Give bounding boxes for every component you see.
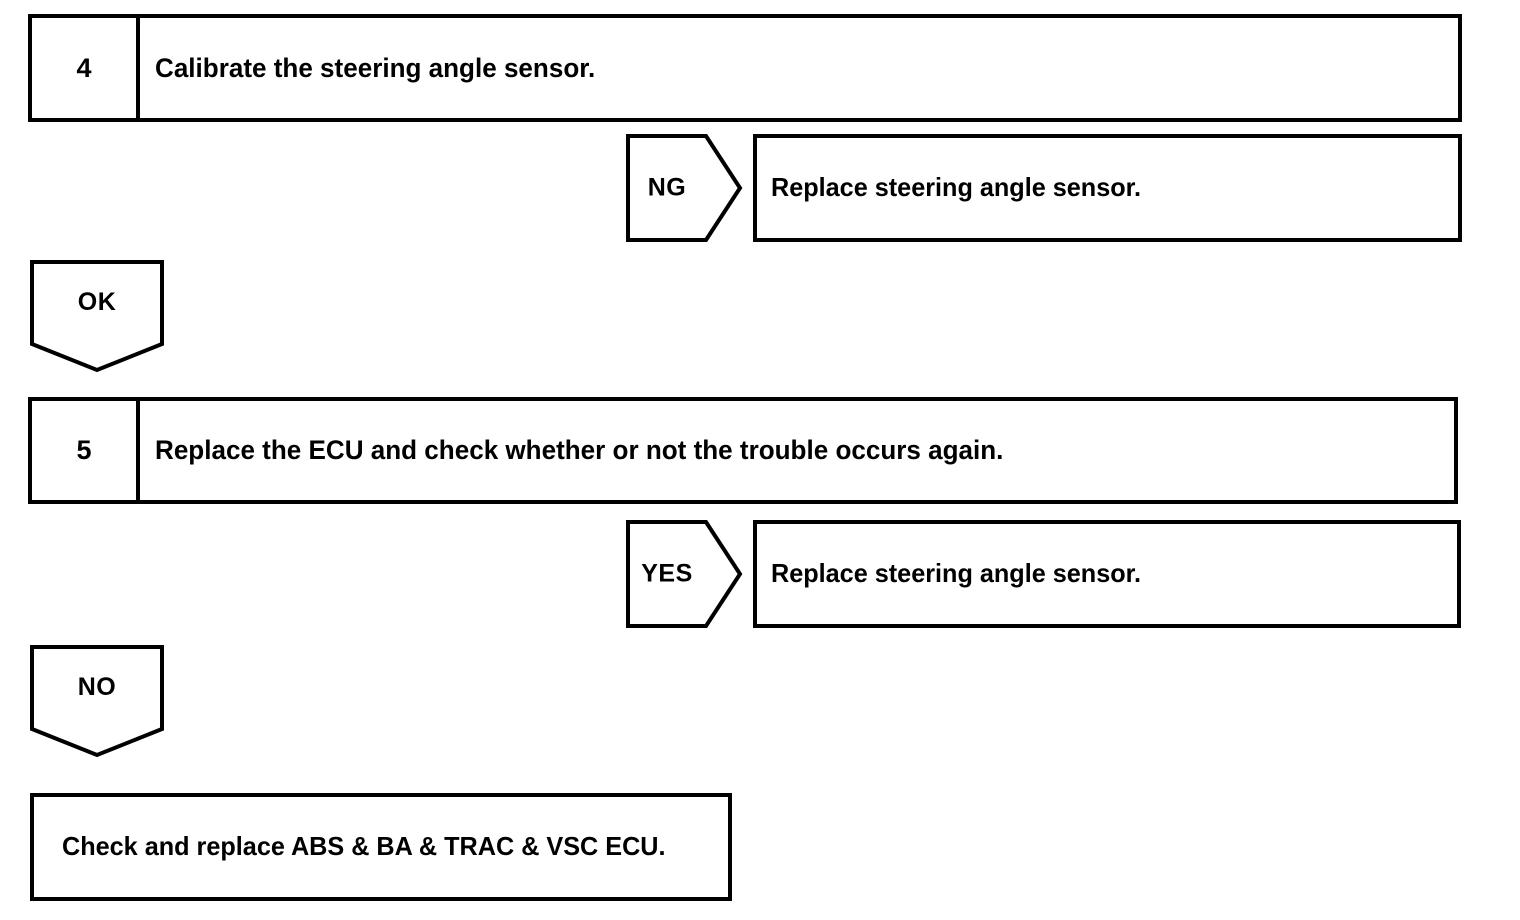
- step-text-5: Replace the ECU and check whether or not…: [155, 435, 1004, 466]
- connector-no: NO: [30, 645, 164, 758]
- result-text-ng: Replace steering angle sensor.: [771, 172, 1142, 203]
- result-box-ng: Replace steering angle sensor.: [753, 134, 1462, 242]
- pentagon-down-icon: [30, 260, 164, 373]
- step-text-4: Calibrate the steering angle sensor.: [155, 52, 596, 83]
- connector-ng: NG: [626, 134, 743, 242]
- pentagon-down-icon: [30, 645, 164, 758]
- result-box-final: Check and replace ABS & BA & TRAC & VSC …: [30, 793, 732, 901]
- step-number-5: 5: [76, 435, 92, 465]
- result-text-final: Check and replace ABS & BA & TRAC & VSC …: [62, 831, 666, 862]
- connector-ng-label: NG: [647, 173, 687, 202]
- step-number-cell-4: 4: [32, 18, 140, 118]
- result-box-yes: Replace steering angle sensor.: [753, 520, 1461, 628]
- step-number-4: 4: [76, 52, 92, 83]
- step-text-cell-5: Replace the ECU and check whether or not…: [140, 401, 1454, 500]
- step-number-cell-5: 5: [32, 401, 140, 500]
- step-box-4: 4 Calibrate the steering angle sensor.: [28, 14, 1462, 122]
- chevron-right-icon: [626, 134, 743, 242]
- connector-ok: OK: [30, 260, 164, 373]
- chevron-right-icon: [626, 520, 743, 628]
- step-text-cell-4: Calibrate the steering angle sensor.: [140, 18, 1458, 118]
- step-box-5: 5 Replace the ECU and check whether or n…: [28, 397, 1458, 504]
- connector-yes-label: YES: [641, 559, 693, 588]
- result-text-yes: Replace steering angle sensor.: [771, 558, 1142, 589]
- connector-yes: YES: [626, 520, 743, 628]
- connector-ok-label: OK: [77, 288, 117, 316]
- connector-no-label: NO: [77, 673, 117, 701]
